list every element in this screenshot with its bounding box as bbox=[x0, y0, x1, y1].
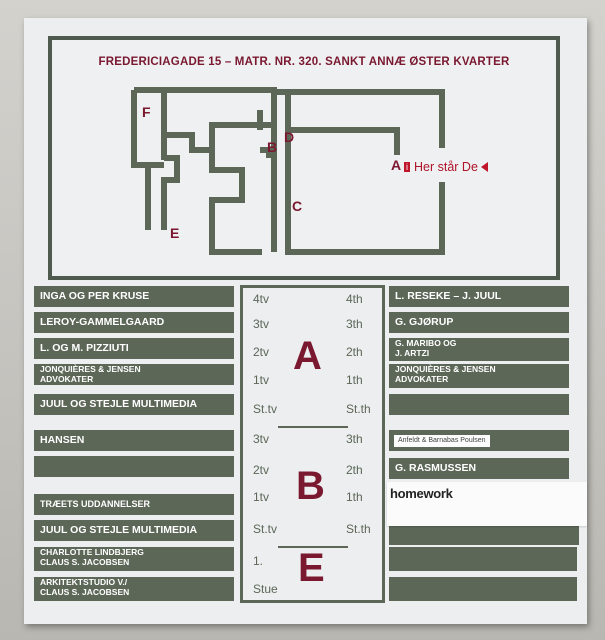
floor-b-right-2: 2th bbox=[346, 463, 363, 477]
floor-a-right-3: 2th bbox=[346, 345, 363, 359]
name-plate-right-10 bbox=[389, 577, 577, 601]
name-plate-right-4: JONQUIÈRES & JENSEN ADVOKATER bbox=[389, 364, 569, 388]
name-plate-right-5 bbox=[389, 394, 569, 415]
floor-b-left-4: St.tv bbox=[253, 522, 278, 536]
floor-a-right-5: St.th bbox=[346, 402, 371, 416]
plan-letter-b: B bbox=[267, 139, 278, 155]
floor-e-left-1: 1. bbox=[253, 554, 264, 568]
you-are-here-marker: i Her står De bbox=[404, 160, 488, 174]
name-plate-left-7 bbox=[34, 456, 234, 477]
name-plate-right-7: G. RASMUSSEN bbox=[389, 458, 569, 479]
name-plate-left-6: HANSEN bbox=[34, 430, 234, 451]
pointer-arrow-icon bbox=[480, 162, 488, 172]
floor-plan-frame: FREDERICIAGADE 15 – MATR. NR. 320. SANKT… bbox=[48, 36, 560, 280]
name-plate-left-9: JUUL OG STEJLE MULTIMEDIA bbox=[34, 520, 234, 541]
plan-letter-c: C bbox=[292, 198, 303, 214]
floor-plan-drawing bbox=[131, 87, 445, 255]
name-plate-right-1: L. RESEKE – J. JUUL bbox=[389, 286, 569, 307]
paper-sticker-label: Anfeldt & Barnabas Poulsen bbox=[394, 435, 490, 447]
plan-letter-e: E bbox=[170, 225, 180, 241]
name-plate-left-4: JONQUIÈRES & JENSEN ADVOKATER bbox=[34, 364, 234, 385]
floor-a-left-1: 4tv bbox=[253, 292, 270, 306]
plan-letter-f: F bbox=[142, 104, 151, 120]
entrance-letter-e: E bbox=[298, 546, 325, 590]
floor-a-left-2: 3tv bbox=[253, 317, 270, 331]
floor-e-left-2: Stue bbox=[253, 582, 278, 596]
floor-a-right-4: 1th bbox=[346, 373, 363, 387]
name-plate-right-9 bbox=[389, 547, 577, 571]
floor-b-right-3: 1th bbox=[346, 490, 363, 504]
entrance-letter-b: B bbox=[296, 464, 325, 508]
name-plate-left-11: ARKITEKTSTUDIO V./ CLAUS S. JACOBSEN bbox=[34, 577, 234, 601]
separator-2 bbox=[278, 546, 348, 548]
floor-panel: 4tv 3tv 2tv 1tv St.tv 4th 3th 2th 1th St… bbox=[240, 285, 385, 603]
name-plate-left-2: LEROY-GAMMELGAARD bbox=[34, 312, 234, 333]
name-plate-right-2: G. GJØRUP bbox=[389, 312, 569, 333]
entrance-letter-a: A bbox=[293, 334, 322, 378]
separator-1 bbox=[278, 426, 348, 428]
floor-a-left-5: St.tv bbox=[253, 402, 278, 416]
name-plate-left-5: JUUL OG STEJLE MULTIMEDIA bbox=[34, 394, 234, 415]
floor-a-right-2: 3th bbox=[346, 317, 363, 331]
floor-a-left-3: 2tv bbox=[253, 345, 270, 359]
plan-letter-d: D bbox=[284, 129, 295, 145]
address-title: FREDERICIAGADE 15 – MATR. NR. 320. SANKT… bbox=[98, 56, 510, 68]
wall-left-wing bbox=[131, 90, 151, 230]
floor-b-left-3: 1tv bbox=[253, 490, 270, 504]
name-plate-left-3: L. OG M. PIZZIUTI bbox=[34, 338, 234, 359]
floor-b-right-4: St.th bbox=[346, 522, 371, 536]
name-plate-right-8 bbox=[389, 524, 579, 545]
name-plate-left-10: CHARLOTTE LINDBJERG CLAUS S. JACOBSEN bbox=[34, 547, 234, 571]
you-are-here-text: Her står De bbox=[414, 160, 478, 174]
floor-a-left-4: 1tv bbox=[253, 373, 270, 387]
homework-label: homework bbox=[387, 482, 587, 526]
floor-b-left-1: 3tv bbox=[253, 432, 270, 446]
name-plate-left-1: INGA OG PER KRUSE bbox=[34, 286, 234, 307]
floor-b-left-2: 2tv bbox=[253, 463, 270, 477]
homework-text: homework bbox=[390, 486, 453, 501]
plan-letter-a: A bbox=[391, 157, 402, 173]
floor-b-right-1: 3th bbox=[346, 432, 363, 446]
name-plate-right-3: G. MARIBO OG J. ARTZI bbox=[389, 338, 569, 361]
floor-a-right-1: 4th bbox=[346, 292, 363, 306]
info-icon: i bbox=[404, 162, 410, 172]
name-plate-left-8: TRÆETS UDDANNELSER bbox=[34, 494, 234, 515]
